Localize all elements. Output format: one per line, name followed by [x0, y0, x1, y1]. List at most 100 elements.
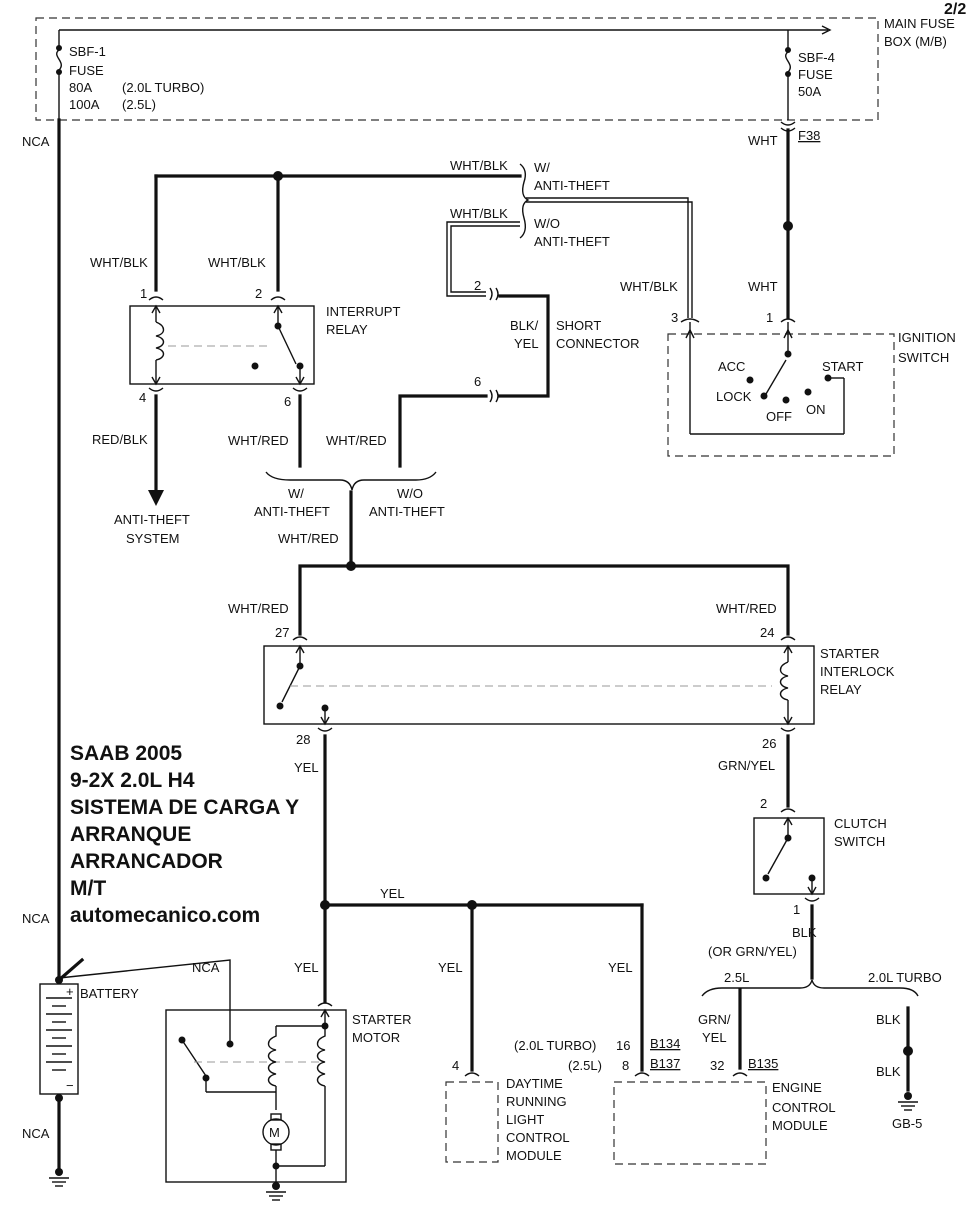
- battery-plus: +: [66, 984, 74, 999]
- main-fuse-box: MAIN FUSE BOX (M/B) SBF-1 FUSE 80A 100A …: [35, 16, 955, 121]
- sbf1-name: SBF-1: [69, 44, 106, 59]
- sir-pin-24: 24: [760, 625, 774, 640]
- ground-icon: [898, 1092, 918, 1111]
- sbf1-type: FUSE: [69, 63, 104, 78]
- ignition-switch-pin-3: 3: [671, 310, 678, 325]
- variant-wo-anti-theft-low-2: ANTI-THEFT: [369, 504, 445, 519]
- drl-label-3: LIGHT: [506, 1112, 544, 1127]
- clutch-switch-label-2: SWITCH: [834, 834, 885, 849]
- wire-label-nca-bottom: NCA: [22, 1126, 50, 1141]
- interrupt-relay-pin-2: 2: [255, 286, 262, 301]
- wire-label-yel-5: YEL: [608, 960, 633, 975]
- wire-label-wht-red-3: WHT/RED: [278, 531, 339, 546]
- short-connector: 2 6 SHORT CONNECTOR: [474, 278, 640, 403]
- sbf1-variant-a: (2.0L TURBO): [122, 80, 204, 95]
- wire-label-grn-yel-split-1: GRN/: [698, 1012, 731, 1027]
- anti-theft-system-label-1: ANTI-THEFT: [114, 512, 190, 527]
- interrupt-relay-label-1: INTERRUPT: [326, 304, 400, 319]
- ignition-switch: 3 1 ACC LOCK OFF ON START IGNITION SWITC…: [667, 310, 956, 457]
- battery-minus: −: [66, 1078, 74, 1093]
- sbf4-name: SBF-4: [798, 50, 835, 65]
- variant-wo-anti-theft-low-1: W/O: [397, 486, 423, 501]
- variant-w-anti-theft-2: ANTI-THEFT: [534, 178, 610, 193]
- starter-motor-label-1: STARTER: [352, 1012, 411, 1027]
- wire-label-red-blk: RED/BLK: [92, 432, 148, 447]
- switch-contact-icon: [762, 816, 817, 896]
- short-connector-pin-2: 2: [474, 278, 481, 293]
- clutch-switch-pin-1: 1: [793, 902, 800, 917]
- drl-label-5: MODULE: [506, 1148, 562, 1163]
- drl-label-4: CONTROL: [506, 1130, 570, 1145]
- wire-label-wht-blk-2: WHT/BLK: [208, 255, 266, 270]
- page-number: 2/2: [944, 1, 966, 18]
- sbf4-type: FUSE: [798, 67, 833, 82]
- wire-label-yel-4: YEL: [438, 960, 463, 975]
- ground-label-gb5: GB-5: [892, 1116, 922, 1131]
- motor-icon: M: [262, 1113, 290, 1151]
- sir-label-1: STARTER: [820, 646, 879, 661]
- starter-interlock-relay: 27 24 28 26 STARTER INTERLOCK RELAY: [263, 625, 895, 751]
- interrupt-relay-pin-4: 4: [139, 390, 146, 405]
- sir-label-3: RELAY: [820, 682, 862, 697]
- wire-label-blk-alt: (OR GRN/YEL): [708, 944, 797, 959]
- wire-label-wht-1: WHT: [748, 133, 778, 148]
- ignition-pos-lock: LOCK: [716, 389, 752, 404]
- wire-label-blk-2: BLK: [876, 1012, 901, 1027]
- ecm-variant-25l: (2.5L): [568, 1058, 602, 1073]
- title-line-2: 9-2X 2.0L H4: [70, 769, 195, 792]
- clutch-switch-label-1: CLUTCH: [834, 816, 887, 831]
- sbf1-variant-b: (2.5L): [122, 97, 156, 112]
- ignition-pos-acc: ACC: [718, 359, 745, 374]
- ignition-pos-on: ON: [806, 402, 826, 417]
- engine-control-module: (2.0L TURBO) (2.5L) 16 8 32 B134 B137 B1…: [514, 1036, 836, 1165]
- clutch-switch-pin-2: 2: [760, 796, 767, 811]
- motor-symbol: M: [269, 1125, 280, 1140]
- ignition-switch-label-2: SWITCH: [898, 350, 949, 365]
- interrupt-relay-pin-6: 6: [284, 394, 291, 409]
- main-fuse-box-label-1: MAIN FUSE: [884, 16, 955, 31]
- starter-motor: STARTER MOTOR M: [165, 1002, 411, 1183]
- wire-label-wht-red-5: WHT/RED: [716, 601, 777, 616]
- short-connector-label-2: CONNECTOR: [556, 336, 640, 351]
- wire-label-wht-2: WHT: [748, 279, 778, 294]
- wire-label-wht-red-1: WHT/RED: [228, 433, 289, 448]
- title-line-6: M/T: [70, 877, 106, 900]
- battery-icon: [46, 997, 72, 1071]
- wire-label-wht-red-2: WHT/RED: [326, 433, 387, 448]
- wire-label-wht-blk-3: WHT/BLK: [450, 158, 508, 173]
- title-block: SAAB 2005 9-2X 2.0L H4 SISTEMA DE CARGA …: [70, 742, 299, 927]
- main-fuse-box-label-2: BOX (M/B): [884, 34, 947, 49]
- wire-label-grn-yel: GRN/YEL: [718, 758, 775, 773]
- sbf1-rating-a: 80A: [69, 80, 92, 95]
- connector-f38: F38: [798, 128, 820, 143]
- ground-icon: [266, 1182, 286, 1201]
- wire-label-yel-3: YEL: [294, 960, 319, 975]
- connector-b134: B134: [650, 1036, 680, 1051]
- wire-label-wht-blk-5: WHT/BLK: [620, 279, 678, 294]
- ecm-label-1: ENGINE: [772, 1080, 822, 1095]
- wire-label-grn-yel-split-2: YEL: [702, 1030, 727, 1045]
- drl-pin-4: 4: [452, 1058, 459, 1073]
- wire-label-nca-mid: NCA: [22, 911, 50, 926]
- connector-b137: B137: [650, 1056, 680, 1071]
- variant-turbo: 2.0L TURBO: [868, 970, 942, 985]
- anti-theft-system-label-2: SYSTEM: [126, 531, 179, 546]
- title-line-3: SISTEMA DE CARGA Y: [70, 796, 299, 819]
- ecm-pin-8: 8: [622, 1058, 629, 1073]
- drl-label-1: DAYTIME: [506, 1076, 563, 1091]
- switch-contact-icon: [251, 304, 305, 386]
- connector-b135: B135: [748, 1056, 778, 1071]
- short-connector-label-1: SHORT: [556, 318, 601, 333]
- wire-label-yel-2: YEL: [380, 886, 405, 901]
- relay-coil-icon: [151, 304, 165, 386]
- variant-25l: 2.5L: [724, 970, 749, 985]
- title-line-4: ARRANQUE: [70, 823, 191, 846]
- battery: + − BATTERY: [39, 976, 139, 1102]
- ignition-switch-pin-1: 1: [766, 310, 773, 325]
- wire-label-blk: BLK: [792, 925, 817, 940]
- ecm-variant-turbo: (2.0L TURBO): [514, 1038, 596, 1053]
- sir-label-2: INTERLOCK: [820, 664, 895, 679]
- sir-pin-28: 28: [296, 732, 310, 747]
- wire-label-nca-bat: NCA: [192, 960, 220, 975]
